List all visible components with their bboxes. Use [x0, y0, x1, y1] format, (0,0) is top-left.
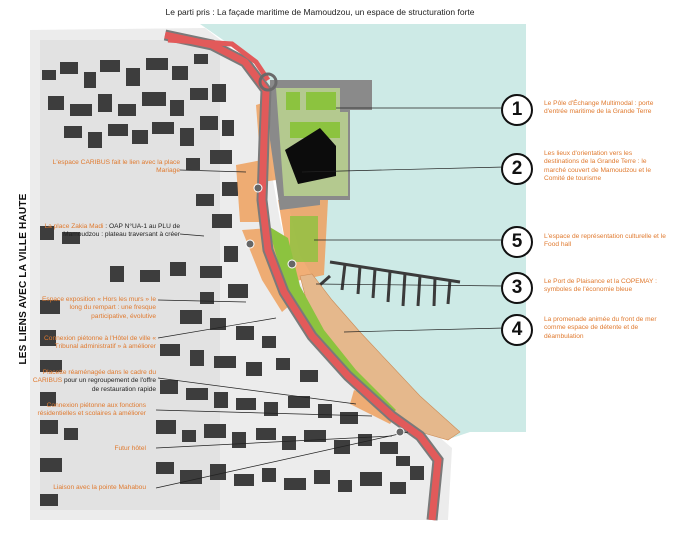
- annotation-highlight: L'espace CARIBUS fait le lien avec la pl…: [52, 159, 180, 175]
- annotation-connexion-scolaire: Connexion piétonne aux fonctions résiden…: [32, 402, 146, 419]
- callout-number: 3: [501, 272, 533, 304]
- leader-lines: [155, 107, 505, 489]
- side-label: LES LIENS AVEC LA VILLE HAUTE: [18, 193, 29, 365]
- annotation-text: : OAP N°UA-1 au PLU de Mamoudzou : plate…: [63, 223, 180, 239]
- annotation-pointe-mahabou: Liaison avec la pointe Mahabou: [32, 484, 146, 492]
- annotation-espace-exposition: Espace exposition « Hors les murs » le l…: [32, 296, 156, 321]
- linear-park: [268, 226, 396, 418]
- callout-number: 2: [501, 153, 533, 185]
- annotation-placette: Placette réaménagée dans le cadre du CAR…: [32, 369, 156, 394]
- annotation-highlight: Espace exposition « Hors les murs » le l…: [42, 296, 156, 320]
- page-title: Le parti pris : La façade maritime de Ma…: [165, 7, 475, 17]
- callout-text-promenade: La promenade animée du front de mer comm…: [544, 316, 657, 340]
- callout-number: 1: [501, 94, 533, 126]
- main-road: [163, 29, 444, 521]
- annotation-caribus: L'espace CARIBUS fait le lien avec la pl…: [32, 159, 180, 176]
- harbour-platform: [270, 80, 372, 262]
- callout-number: 4: [501, 314, 533, 346]
- callout-text-port-plaisance: Le Port de Plaisance et la COPEMAY : sym…: [544, 278, 658, 294]
- annotation-highlight: Connexion piétonne à l'Hôtel de ville « …: [44, 335, 156, 351]
- buildings: [40, 54, 424, 506]
- annotation-text: pour un regroupement de l'offre de resta…: [62, 377, 156, 393]
- annotation-highlight: Futur hôtel: [114, 445, 146, 452]
- marina-pontoons: [311, 260, 461, 307]
- annotation-highlight: Placette réaménagée dans le cadre du CAR…: [32, 369, 156, 385]
- covered-market: [285, 128, 336, 184]
- callout-text-espace-culturel: L'espace de représentation culturelle et…: [544, 233, 666, 249]
- callout-text-pole-echange: Le Pôle d'Échange Multimodal : porte d'e…: [544, 100, 654, 116]
- callout-text-lieux-orientation: Les lieux d'orientation vers les destina…: [544, 150, 652, 183]
- callout-number: 5: [501, 226, 533, 258]
- annotation-place-zakia-madi: La place Zakia Madi : OAP N°UA-1 au PLU …: [32, 223, 180, 240]
- annotation-highlight: Connexion piétonne aux fonctions résiden…: [37, 402, 146, 418]
- annotation-highlight: Liaison avec la pointe Mahabou: [53, 484, 146, 491]
- map-markers: [245, 183, 405, 437]
- annotation-highlight: La place Zakia Madi: [44, 223, 104, 230]
- annotation-futur-hotel: Futur hôtel: [32, 445, 146, 453]
- land: [30, 28, 452, 520]
- annotation-hotel-de-ville: Connexion piétonne à l'Hôtel de ville « …: [32, 335, 156, 352]
